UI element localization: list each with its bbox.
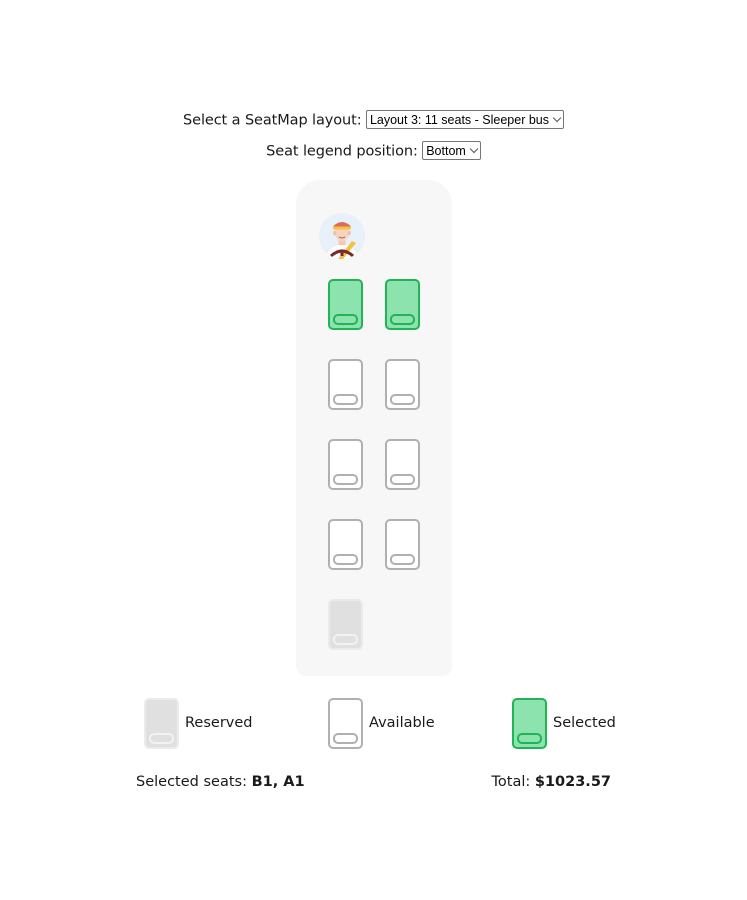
total-label: Total: [491, 774, 531, 790]
total-value: $1023.57 [534, 774, 611, 790]
seat-a2[interactable] [328, 359, 363, 410]
seat-b3[interactable] [385, 439, 420, 490]
legend-label: Selected [553, 715, 616, 731]
seat-pillow [390, 314, 415, 325]
chevron-down-icon [552, 113, 562, 122]
seat-a5 [328, 599, 363, 650]
seat-pillow [517, 733, 542, 744]
seat-pillow [333, 733, 358, 744]
legend-label: Reserved [185, 715, 253, 731]
seat-pillow [333, 394, 358, 405]
layout-select[interactable]: Layout 3: 11 seats - Sleeper bus [365, 110, 564, 129]
seat-pillow [390, 394, 415, 405]
legend-seat-available-icon [328, 698, 363, 749]
seat-pillow [149, 733, 174, 744]
seat-map [296, 180, 452, 676]
seat-a3[interactable] [328, 439, 363, 490]
legend-seat-reserved-icon [144, 698, 179, 749]
seat-b2[interactable] [385, 359, 420, 410]
legend-position-row: Seat legend position: Bottom [0, 141, 747, 162]
seat-legend: Reserved Available Selected [0, 698, 747, 752]
selected-seats-value: B1, A1 [251, 774, 305, 790]
seat-a1[interactable] [328, 279, 363, 330]
seat-pillow [333, 554, 358, 565]
selected-seats-label: Selected seats: [136, 774, 247, 790]
selected-seats-summary: Selected seats: B1, A1 [136, 774, 305, 790]
layout-select-row: Select a SeatMap layout: Layout 3: 11 se… [0, 110, 747, 131]
legend-seat-selected-icon [512, 698, 547, 749]
seat-b4[interactable] [385, 519, 420, 570]
legend-position-label: Seat legend position: [266, 143, 418, 160]
seat-a4[interactable] [328, 519, 363, 570]
seat-b1[interactable] [385, 279, 420, 330]
legend-label: Available [369, 715, 435, 731]
legend-position-select[interactable]: Bottom [422, 141, 481, 160]
seat-pillow [333, 474, 358, 485]
seat-pillow [333, 634, 358, 645]
seat-pillow [390, 474, 415, 485]
chevron-down-icon [469, 144, 479, 153]
total-price-summary: Total: $1023.57 [492, 774, 612, 790]
layout-select-value: Layout 3: 11 seats - Sleeper bus [369, 112, 549, 127]
seat-pillow [390, 554, 415, 565]
bus-driver-icon [319, 213, 365, 259]
legend-position-value: Bottom [426, 143, 466, 158]
layout-select-label: Select a SeatMap layout: [183, 112, 362, 129]
seat-pillow [333, 314, 358, 325]
